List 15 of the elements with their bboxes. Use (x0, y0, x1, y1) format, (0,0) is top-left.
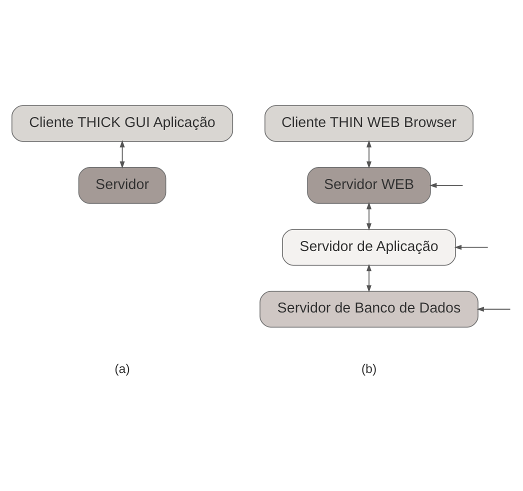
node-box: Servidor WEB (307, 166, 431, 204)
label: (b) (361, 362, 377, 376)
arrow (429, 182, 464, 188)
node-box: Cliente THICK GUI Aplicação (11, 104, 234, 142)
node-box: Servidor (78, 166, 166, 204)
node-box: Servidor de Banco de Dados (260, 290, 478, 328)
arrow (120, 140, 125, 168)
node-box: Servidor de Aplicação (282, 228, 456, 266)
label: (a) (114, 362, 130, 376)
arrow (476, 306, 511, 312)
arrow (454, 244, 488, 250)
arrow (366, 202, 372, 230)
arrow (366, 263, 372, 292)
arrow (366, 140, 372, 168)
node-box: Cliente THIN WEB Browser (264, 104, 474, 142)
